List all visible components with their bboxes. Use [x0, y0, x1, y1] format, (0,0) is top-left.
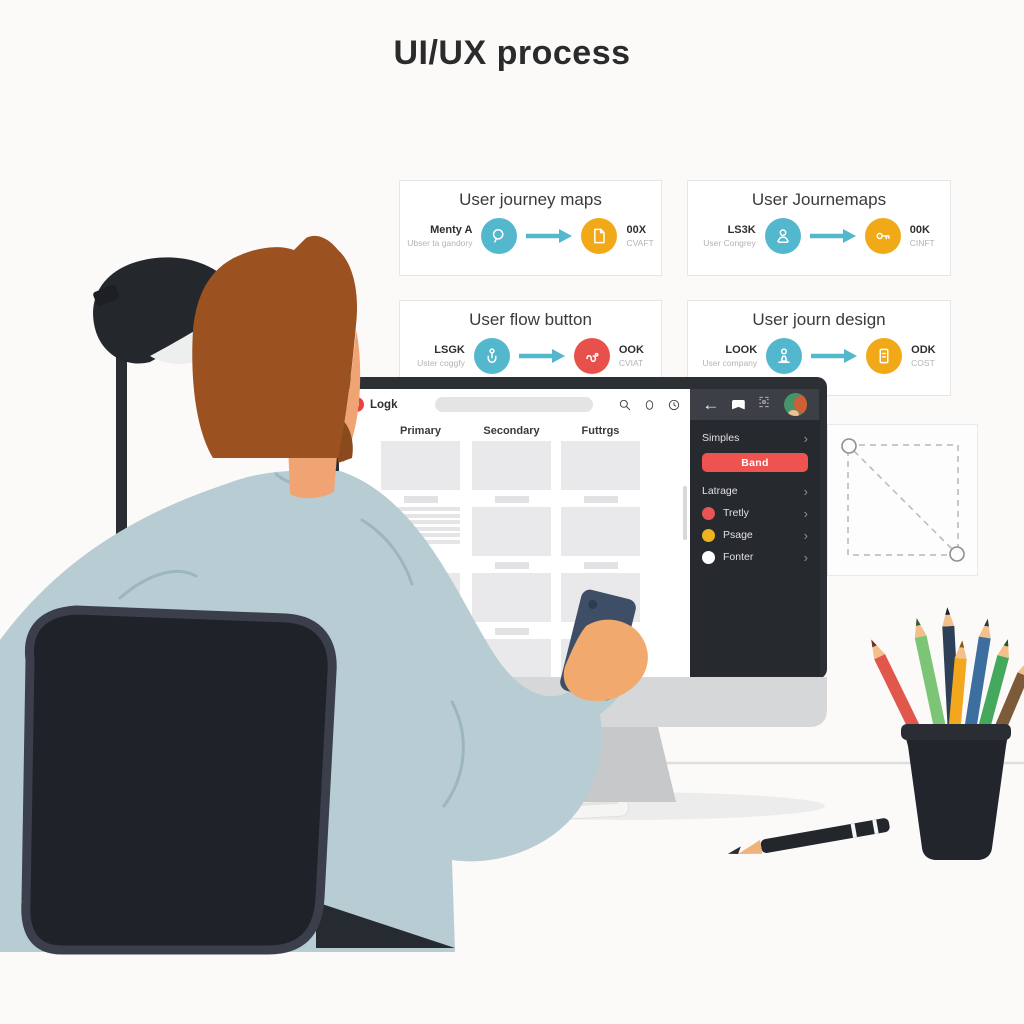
artboard-panel	[827, 424, 978, 576]
column-header: Primary	[400, 424, 441, 437]
selection-box	[847, 444, 959, 556]
toolbar-icons	[618, 398, 681, 412]
chair-shadow	[316, 902, 455, 948]
toolbar-left: Logk	[339, 389, 690, 420]
wireframe-caption	[583, 562, 618, 569]
wireframe-caption	[583, 496, 618, 503]
wireframe-box	[472, 573, 551, 622]
lamp-shade	[93, 257, 238, 364]
pencil	[727, 818, 890, 855]
magnifier-icon	[481, 218, 518, 254]
chevron-right-icon: ›	[803, 483, 808, 499]
user-avatar[interactable]	[783, 393, 807, 416]
app-logo-text: Logk	[370, 398, 398, 411]
layer-color-dot	[702, 528, 715, 542]
step-label-left: Menty A Ubser ta gandory	[407, 223, 473, 248]
wireframe-caption	[494, 562, 529, 569]
wireframe-box	[381, 441, 460, 490]
card-step-row: LSGK Uster coggfy OOK CVIAT	[400, 338, 661, 374]
person-hair	[192, 235, 358, 458]
pencil-cup	[903, 728, 1009, 860]
card-step-row: Menty A Ubser ta gandory 00X CVAFT	[400, 218, 661, 254]
layers-sidebar: Simples › Band Latrage › Tretly › Psage …	[690, 420, 820, 677]
pen-nib-icon[interactable]	[643, 398, 656, 412]
step-label-right: ODK COST	[911, 343, 936, 368]
chair-back	[21, 605, 337, 955]
grid-icon[interactable]	[757, 395, 771, 414]
doc-lines-icon	[866, 338, 903, 374]
app-toolbar: Logk ←	[339, 389, 819, 420]
arrow-icon	[518, 349, 565, 363]
card-title: User journ design	[752, 310, 886, 329]
document-icon	[581, 218, 618, 254]
clock-icon[interactable]	[667, 398, 681, 412]
column-header: Futtrgs	[581, 424, 620, 437]
wireframe-caption	[403, 496, 438, 503]
back-button[interactable]: ←	[702, 395, 720, 414]
step-label-right: 00K CINFT	[909, 223, 935, 248]
step-label-right: 00X CVAFT	[626, 223, 654, 248]
user-icon	[764, 218, 801, 254]
step-label-left: LS3K User Congrey	[703, 223, 756, 248]
page-title: UI/UX process	[393, 34, 631, 72]
wireframe-box	[472, 441, 551, 490]
brand-button[interactable]: Band	[702, 453, 808, 472]
layer-item-tretly[interactable]: Tretly ›	[690, 502, 820, 524]
squiggle-icon	[573, 338, 610, 374]
step-label-left: LSGK Uster coggfy	[417, 343, 465, 368]
sidebar-item-latrage[interactable]: Latrage ›	[702, 483, 808, 499]
search-input[interactable]	[435, 397, 594, 412]
selection-handle[interactable]	[841, 438, 857, 454]
chevron-right-icon: ›	[803, 505, 808, 521]
column-header: Secondary	[483, 424, 540, 437]
flag-icon[interactable]	[731, 399, 745, 410]
search-icon[interactable]	[618, 398, 632, 412]
process-card-user-journey-maps: User journey maps Menty A Ubser ta gando…	[399, 180, 662, 276]
card-title: User Journemaps	[751, 190, 887, 209]
layer-color-dot	[702, 550, 715, 564]
wireframe-caption	[494, 628, 529, 635]
layer-item-psage[interactable]: Psage ›	[690, 524, 820, 546]
wireframe-box	[472, 507, 551, 556]
wireframe-caption	[494, 496, 529, 503]
selection-handle[interactable]	[949, 546, 965, 562]
layer-item-fonter[interactable]: Fonter ›	[690, 546, 820, 568]
arrow-icon	[526, 229, 573, 243]
wireframe-box	[561, 441, 640, 490]
wireframe-box	[561, 507, 640, 556]
card-step-row: LS3K User Congrey 00K CINFT	[688, 218, 950, 254]
person-hand	[563, 619, 648, 702]
chevron-right-icon: ›	[803, 527, 808, 543]
sidebar-item-simples[interactable]: Simples ›	[702, 430, 808, 446]
card-title: User journey maps	[459, 190, 602, 209]
chevron-right-icon: ›	[803, 430, 808, 446]
diagonal-guide	[853, 450, 953, 550]
layer-color-dot	[702, 506, 715, 520]
lamp-hinge	[93, 284, 120, 307]
chevron-right-icon: ›	[803, 549, 808, 565]
toolbar-right: ←	[690, 389, 819, 420]
canvas-scrollbar[interactable]	[683, 486, 687, 540]
process-card-user-journemaps: User Journemaps LS3K User Congrey 00K CI…	[687, 180, 951, 276]
pencil-cup-rim	[901, 724, 1011, 740]
step-label-right: OOK CVIAT	[618, 343, 644, 368]
card-title: User flow button	[469, 310, 592, 329]
podium-user-icon	[766, 338, 803, 374]
key-icon	[864, 218, 901, 254]
card-step-row: LOOK User company ODK COST	[688, 338, 950, 374]
step-label-left: LOOK User company	[702, 343, 758, 368]
gesture-icon	[473, 338, 510, 374]
arrow-icon	[811, 349, 858, 363]
arrow-icon	[809, 229, 856, 243]
